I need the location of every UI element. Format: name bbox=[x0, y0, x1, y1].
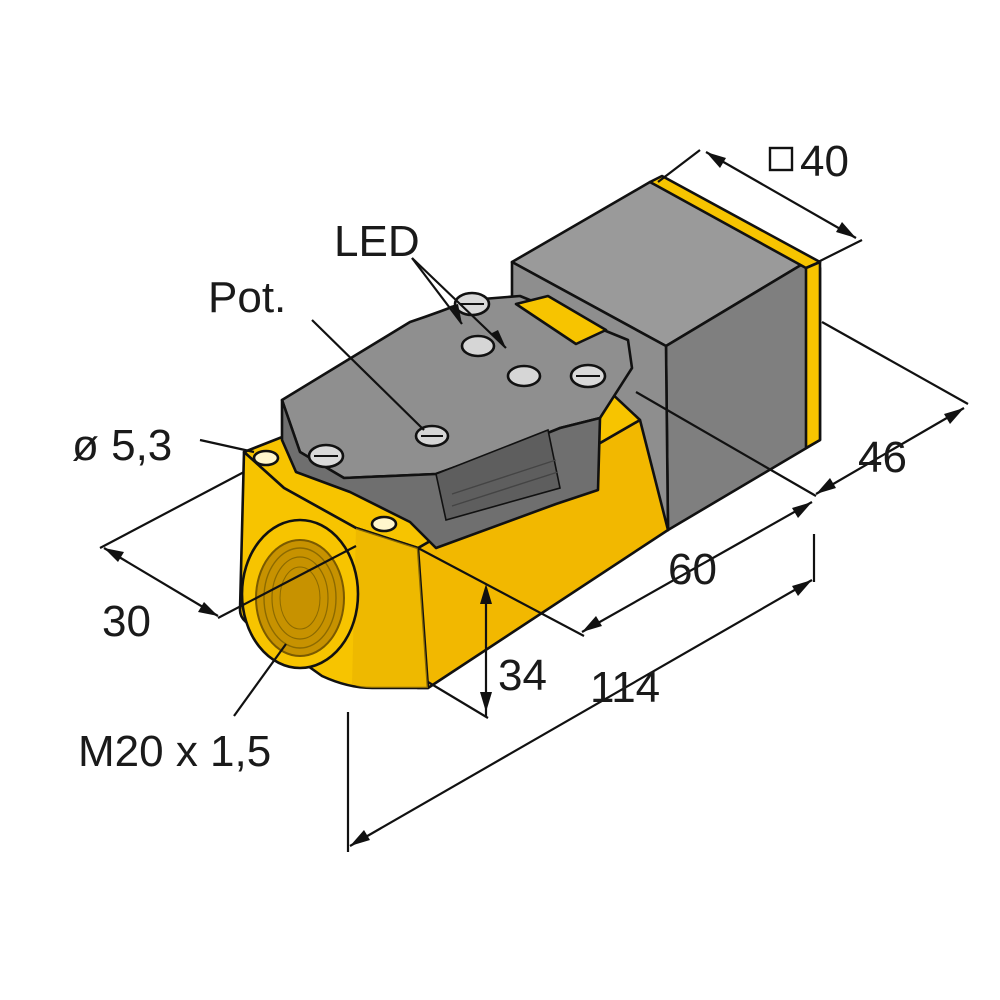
length-114-label: 114 bbox=[590, 663, 660, 712]
led-label: LED bbox=[334, 217, 420, 266]
pot-leader bbox=[311, 319, 425, 431]
pot-label: Pot. bbox=[208, 273, 286, 322]
led-leader-1 bbox=[411, 257, 463, 325]
thread-hole bbox=[240, 518, 360, 670]
screw-left bbox=[307, 443, 345, 469]
hole-leader bbox=[199, 438, 255, 454]
mounting-hole-front bbox=[370, 515, 398, 533]
height-34-label: 34 bbox=[498, 651, 547, 700]
led-lens-1 bbox=[460, 334, 496, 358]
led-leader-2 bbox=[411, 257, 507, 349]
depth-46-label: 46 bbox=[858, 433, 907, 482]
potentiometer bbox=[414, 424, 450, 448]
length-60-label: 60 bbox=[668, 545, 717, 594]
terminal-cover bbox=[280, 291, 634, 550]
dimension-lines bbox=[99, 149, 969, 852]
labels: LED Pot. ø 5,3 40 46 60 30 34 114 M20 x … bbox=[72, 137, 907, 776]
led-lens-2 bbox=[506, 364, 542, 388]
square-size-label: 40 bbox=[800, 137, 849, 186]
thread-label: M20 x 1,5 bbox=[78, 727, 271, 776]
screw-right bbox=[569, 363, 607, 389]
width-30-label: 30 bbox=[102, 597, 151, 646]
sensing-face-strip-side bbox=[804, 260, 822, 450]
led-window bbox=[514, 294, 608, 346]
hole-diameter-label: ø 5,3 bbox=[72, 421, 172, 470]
square-outline-icon bbox=[768, 146, 794, 172]
thread-leader bbox=[233, 643, 287, 717]
mounting-hole-left bbox=[252, 449, 280, 467]
